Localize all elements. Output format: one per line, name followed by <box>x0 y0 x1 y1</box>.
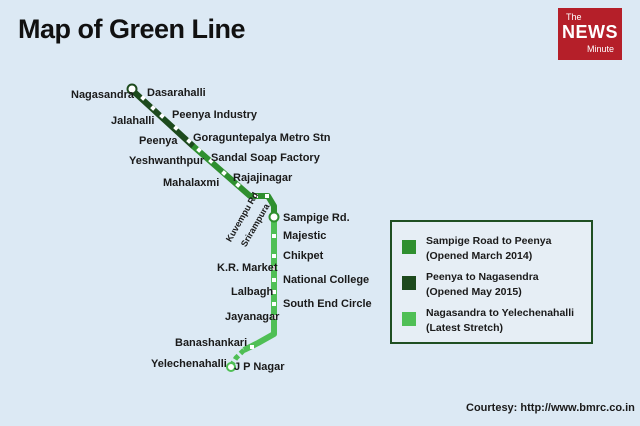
station-label-dasarahalli: Dasarahalli <box>147 87 206 99</box>
station-marker-national-college <box>272 278 276 282</box>
station-marker-mahalaxmi <box>221 170 227 176</box>
station-marker-kr-market <box>272 266 276 270</box>
legend-swatch-sampige-peenya <box>402 240 416 254</box>
map-title: Map of Green Line <box>18 14 246 44</box>
station-marker-nagasandra <box>126 83 138 95</box>
station-marker-rajajinagar <box>235 182 241 188</box>
station-label-national-college: National College <box>283 274 370 286</box>
legend-label: Nagasandra to Yelechenahalli <box>426 307 575 319</box>
station-label-south-end: South End Circle <box>283 298 372 310</box>
station-label-rajajinagar: Rajajinagar <box>233 172 293 184</box>
station-markers <box>140 95 276 349</box>
station-marker-sandal-soap <box>208 158 214 164</box>
station-label-mahalaxmi: Mahalaxmi <box>163 177 220 189</box>
station-marker-yelechenahalli <box>226 362 236 372</box>
legend-label: Peenya to Nagasendra <box>426 271 539 283</box>
station-label-majestic: Majestic <box>283 230 327 242</box>
station-label-sampige: Sampige Rd. <box>283 212 350 224</box>
station-label-peenya: Peenya <box>139 135 178 147</box>
station-marker-peenya-industry <box>159 113 165 119</box>
legend-swatch-peenya-nagasandra <box>402 276 416 290</box>
station-marker-jalahalli <box>150 105 156 111</box>
station-marker-goraguntepalya <box>186 138 192 144</box>
station-label-jp-nagar: J P Nagar <box>234 361 285 373</box>
logo-minute: Minute <box>586 44 614 54</box>
the-news-minute-logo: The NEWS Minute <box>558 8 622 60</box>
station-marker-jayanagar <box>272 315 276 319</box>
legend-label: Sampige Road to Peenya <box>426 235 552 247</box>
station-label-yeshwanthpur: Yeshwanthpur <box>129 155 205 167</box>
station-marker-south-end <box>272 302 276 306</box>
station-marker-kuvempu <box>254 194 258 198</box>
station-label-jalahalli: Jalahalli <box>111 115 155 127</box>
station-label-banashankari: Banashankari <box>175 337 248 349</box>
station-label-yelechenahalli: Yelechenahalli <box>151 358 227 370</box>
station-label-sandal-soap: Sandal Soap Factory <box>211 152 320 164</box>
station-marker-chikpet <box>272 254 276 258</box>
legend-sublabel: (Opened March 2014) <box>426 250 533 262</box>
station-marker-lalbagh <box>272 290 276 294</box>
station-label-goraguntepalya: Goraguntepalya Metro Stn <box>193 132 331 144</box>
station-label-kr-market: K.R. Market <box>217 262 278 274</box>
station-label-lalbagh: Lalbagh <box>231 286 274 298</box>
logo-the: The <box>566 12 582 22</box>
legend-swatch-latest-stretch <box>402 312 416 326</box>
station-marker-yeshwanthpur <box>196 147 202 153</box>
legend-sublabel: (Latest Stretch) <box>426 322 504 334</box>
station-marker-srirampura <box>265 194 269 198</box>
station-label-jayanagar: Jayanagar <box>225 311 280 323</box>
station-marker-majestic <box>272 234 276 238</box>
legend: Sampige Road to Peenya (Opened March 201… <box>390 220 593 344</box>
station-label-peenya-industry: Peenya Industry <box>172 109 257 121</box>
station-marker-banashankari <box>250 345 254 349</box>
station-label-nagasandra: Nagasandra <box>71 89 134 101</box>
station-marker-sampige <box>268 211 280 223</box>
logo-news: NEWS <box>562 22 618 42</box>
station-label-chikpet: Chikpet <box>283 250 324 262</box>
station-marker-peenya <box>173 125 179 131</box>
legend-sublabel: (Opened May 2015) <box>426 286 522 298</box>
courtesy-note: Courtesy: http://www.bmrc.co.in <box>466 402 635 414</box>
station-marker-dasarahalli <box>140 95 146 101</box>
